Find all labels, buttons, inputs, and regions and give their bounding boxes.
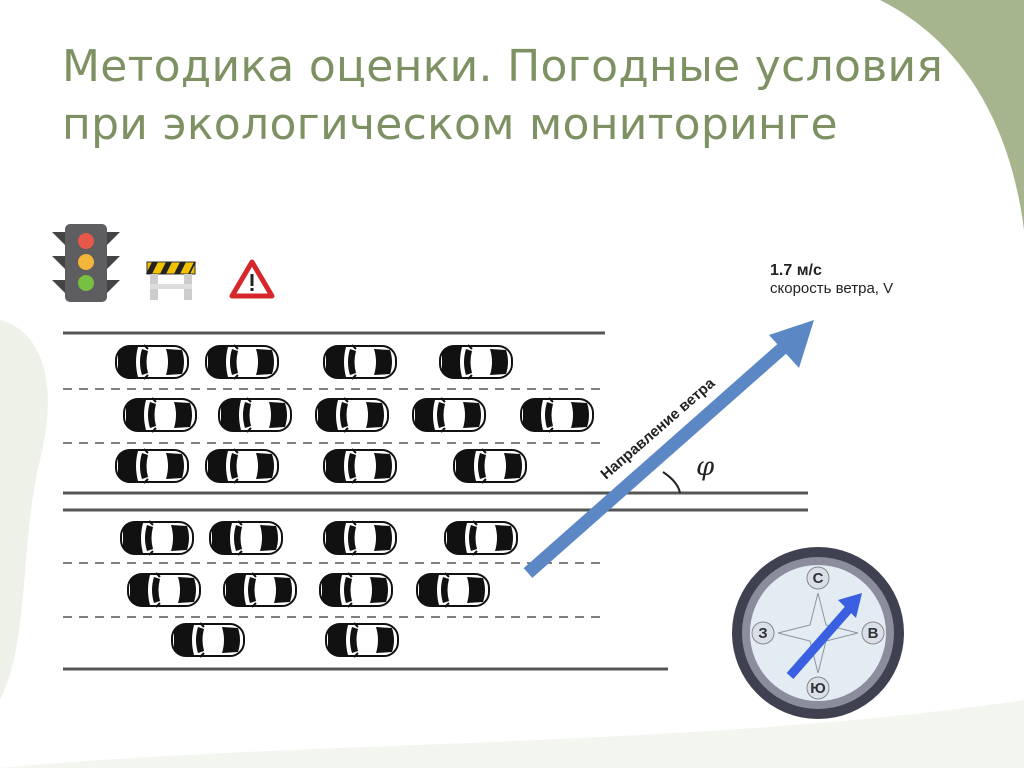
- car-icon: [453, 448, 527, 484]
- wind-direction-arrow: [523, 320, 814, 578]
- warning-sign-icon: [229, 259, 275, 299]
- car-icon: [416, 572, 490, 608]
- title-line-2: при экологическом мониторинге: [62, 99, 838, 150]
- car-icon: [520, 397, 594, 433]
- car-icon: [209, 520, 283, 556]
- car-icon: [123, 397, 197, 433]
- wind-speed-label: скорость ветра, V: [770, 280, 894, 297]
- traffic-light-icon: [52, 224, 120, 302]
- car-icon: [444, 520, 518, 556]
- corner-decoration: [880, 0, 1024, 230]
- car-icon: [412, 397, 486, 433]
- compass-north: С: [813, 570, 824, 587]
- bottom-decoration: [0, 700, 1024, 768]
- compass-icon: С В Ю З: [732, 547, 904, 719]
- car-icon: [223, 572, 297, 608]
- car-icon: [439, 344, 513, 380]
- car-icon: [127, 572, 201, 608]
- left-decoration: [0, 320, 48, 700]
- car-icon: [319, 572, 393, 608]
- page-title: Методика оценки. Погодные условия при эк…: [62, 38, 943, 154]
- car-icon: [323, 448, 397, 484]
- wind-speed-value: 1.7 м/с: [770, 262, 822, 279]
- road-barrier-icon: [146, 261, 196, 300]
- car-icon: [323, 344, 397, 380]
- angle-arc: [662, 471, 681, 494]
- car-icon: [218, 397, 292, 433]
- car-icon: [315, 397, 389, 433]
- car-icon: [115, 344, 189, 380]
- car-icon: [205, 344, 279, 380]
- angle-symbol: φ: [696, 452, 715, 482]
- car-icon: [205, 448, 279, 484]
- car-icon: [120, 520, 194, 556]
- road-lines: [63, 331, 808, 671]
- compass-east: В: [868, 625, 879, 642]
- title-line-1: Методика оценки. Погодные условия: [62, 41, 944, 92]
- car-icon: [323, 520, 397, 556]
- compass-west: З: [758, 625, 767, 642]
- car-icon: [171, 622, 245, 658]
- car-icon: [325, 622, 399, 658]
- wind-speed: 1.7 м/с скорость ветра, V: [770, 262, 893, 297]
- car-icon: [115, 448, 189, 484]
- compass-south: Ю: [810, 680, 825, 697]
